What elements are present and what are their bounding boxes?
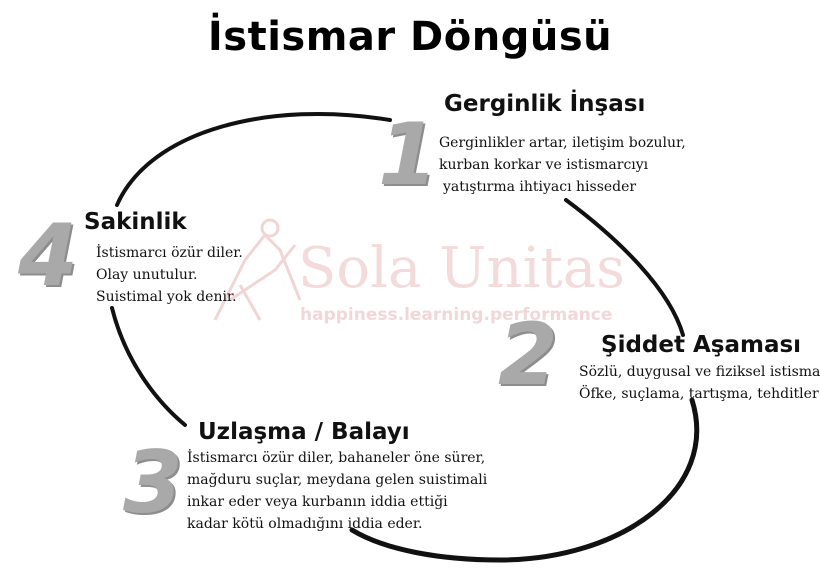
page-title: İstismar Döngüsü [207, 14, 613, 60]
stage-4-line: İstismarcı özür diler. [96, 245, 243, 261]
stage-4-description: İstismarcı özür diler. Olay unutulur. Su… [96, 242, 243, 308]
figure-logo-icon [213, 218, 302, 321]
stage-3-line: kadar kötü olmadığını iddia eder. [187, 516, 423, 532]
stage-1-description: Gerginlikler artar, iletişim bozulur, ku… [439, 132, 686, 198]
arc-left [110, 306, 187, 427]
stage-2-heading: Şiddet Aşaması [601, 332, 802, 358]
stage-1-number: 1 [378, 105, 438, 205]
stage-2-description: Sözlü, duygusal ve fiziksel istismar. Öf… [579, 361, 820, 405]
stage-3-number: 3 [123, 433, 183, 533]
stage-1-line: Gerginlikler artar, iletişim bozulur, [439, 135, 686, 151]
stage-4-number: 4 [18, 206, 78, 306]
stage-2-line: Sözlü, duygusal ve fiziksel istismar. [579, 364, 820, 380]
stage-3-line: mağduru suçlar, meydana gelen suistimali [187, 472, 488, 488]
arc-right [564, 198, 685, 337]
stage-3-description: İstismarcı özür diler, bahaneler öne sür… [187, 447, 487, 535]
stage-2-line: Öfke, suçlama, tartışma, tehditler [579, 386, 819, 402]
stage-4-line: Olay unutulur. [96, 267, 198, 283]
watermark-tagline: happiness.learning.performance [300, 305, 613, 325]
stage-3-heading: Uzlaşma / Balayı [198, 419, 410, 445]
stage-3-line: İstismarcı özür diler, bahaneler öne sür… [187, 450, 486, 466]
stage-3-line: inkar eder veya kurbanın iddia ettiği [187, 494, 448, 510]
stage-1-line: kurban korkar ve istismarcıyı [439, 157, 649, 173]
stage-1-heading: Gerginlik İnşası [444, 91, 646, 117]
stage-2-number: 2 [498, 305, 558, 405]
stage-4-heading: Sakinlik [84, 209, 187, 235]
watermark-name: Sola Unitas [298, 236, 625, 301]
stage-1-line: yatıştırma ihtiyacı hisseder [443, 179, 637, 195]
arc-top [115, 111, 392, 207]
arc-bottom [349, 397, 700, 563]
stage-4-line: Suistimal yok denir. [96, 289, 237, 305]
